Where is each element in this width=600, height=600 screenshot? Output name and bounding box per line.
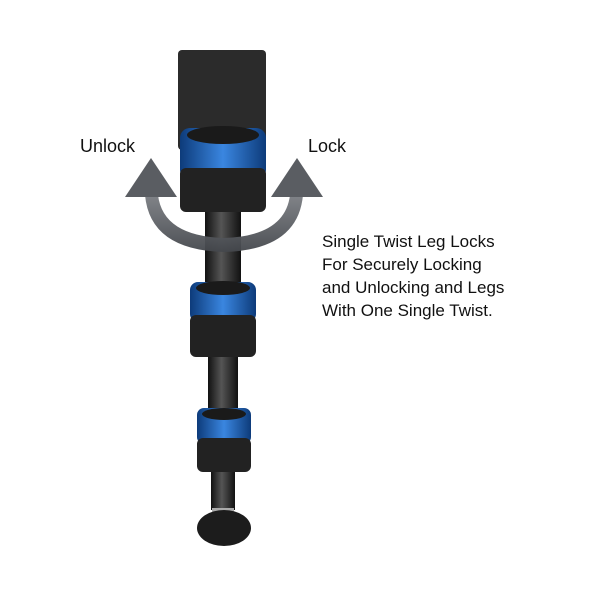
description-line: Single Twist Leg Locks (322, 232, 495, 251)
description-line: and Unlocking and Legs (322, 278, 505, 297)
lock-collar (190, 315, 256, 357)
foam-grip (178, 50, 266, 150)
rubber-foot (197, 510, 251, 546)
twist-arrow-icon (125, 158, 323, 252)
lock-collar (197, 438, 251, 472)
unlock-label: Unlock (80, 136, 136, 156)
feature-description: Single Twist Leg Locks For Securely Lock… (322, 230, 504, 322)
lock-collar (180, 168, 266, 212)
description-line: With One Single Twist. (322, 301, 493, 320)
description-line: For Securely Locking (322, 255, 482, 274)
lock-label: Lock (308, 136, 347, 156)
